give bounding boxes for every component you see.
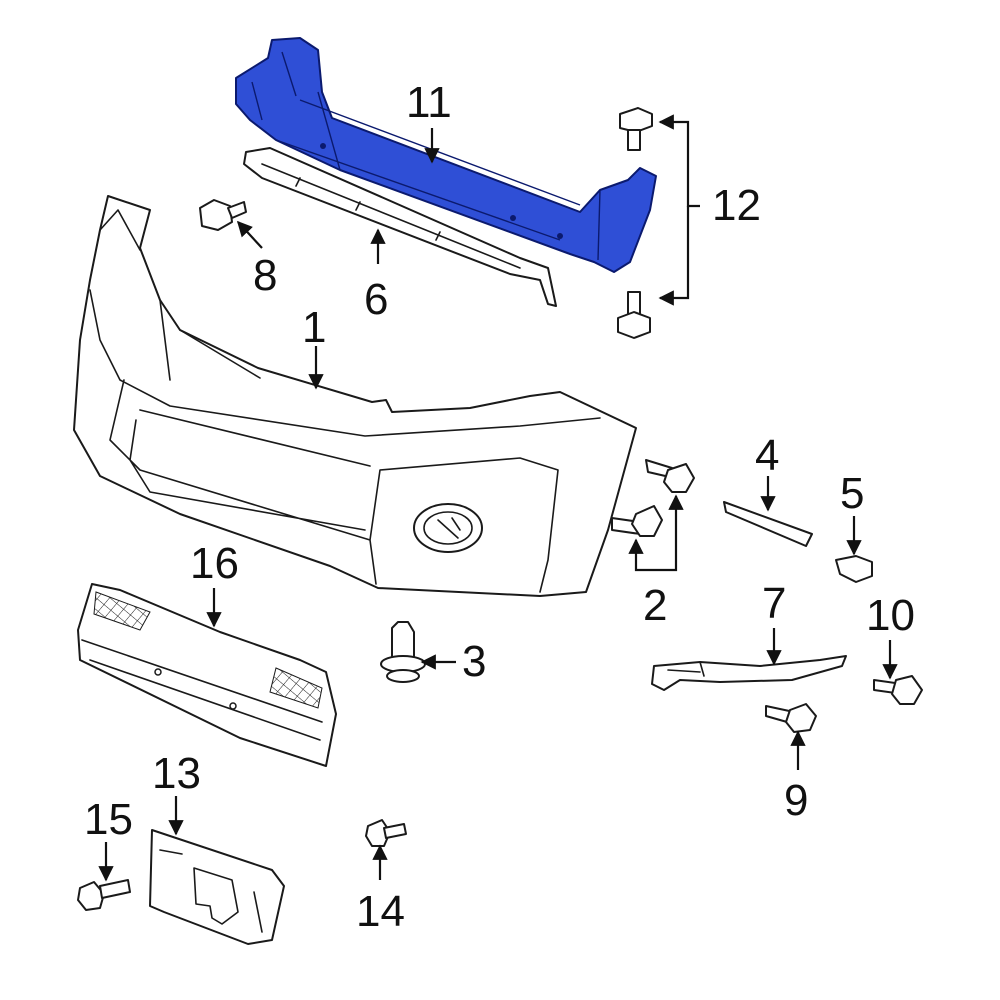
bolt-part-10[interactable]: [873, 675, 923, 705]
callout-9: 9: [784, 776, 808, 825]
callout-7: 7: [762, 579, 786, 628]
grille-part-16[interactable]: [77, 583, 337, 767]
callout-4: 4: [755, 431, 779, 480]
bolt-part-15[interactable]: [77, 879, 131, 911]
callout-6: 6: [364, 275, 388, 324]
bolt-part-2-lower[interactable]: [611, 505, 663, 537]
callout-8: 8: [253, 251, 277, 300]
license-bracket-part-13[interactable]: [149, 829, 285, 945]
leader-lines: [98, 114, 898, 882]
molding-strip-part-4[interactable]: [723, 501, 813, 547]
callout-3: 3: [462, 637, 486, 686]
callout-11: 11: [406, 78, 452, 127]
callout-15: 15: [84, 795, 133, 844]
callout-12: 12: [712, 181, 761, 230]
callout-10: 10: [866, 591, 915, 640]
clip-part-3[interactable]: [380, 621, 426, 683]
reinforcement-beam-part-11[interactable]: [235, 37, 657, 273]
absorber-part-6[interactable]: [243, 147, 557, 307]
callout-5: 5: [840, 469, 864, 518]
callout-2: 2: [643, 581, 667, 630]
bolt-part-8[interactable]: [199, 199, 247, 231]
bolt-part-5[interactable]: [835, 555, 873, 583]
callout-1: 1: [302, 303, 326, 352]
side-trim-part-7[interactable]: [651, 655, 847, 691]
bolt-part-9[interactable]: [765, 703, 817, 733]
callout-16: 16: [190, 539, 239, 588]
callout-13: 13: [152, 749, 201, 798]
bolt-part-12-upper[interactable]: [619, 107, 653, 151]
callout-labels: 1 2 3 4 5 6 7 8 9 10 11 12 13 14 15 16: [84, 78, 915, 936]
bolt-part-2-upper[interactable]: [645, 459, 695, 493]
bumper-cover-part-1[interactable]: [73, 195, 637, 597]
bolt-part-14[interactable]: [365, 819, 407, 847]
callout-14: 14: [356, 887, 405, 936]
bolt-part-12-lower[interactable]: [617, 291, 651, 339]
